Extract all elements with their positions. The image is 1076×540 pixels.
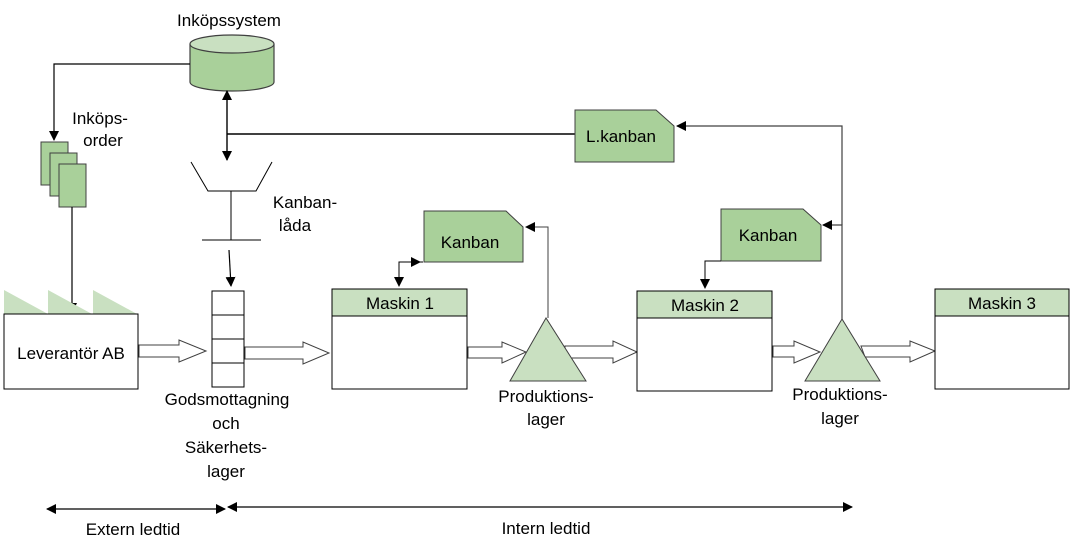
production-stock-1-label-line1: Produktions- xyxy=(498,387,593,406)
flow-arrow-machine1-to-stock1 xyxy=(467,341,528,364)
l-kanban-card-label: L.kanban xyxy=(586,127,656,146)
internal-leadtime-label: Intern ledtid xyxy=(502,519,591,538)
purchase-order-label-line2: order xyxy=(83,131,123,150)
stock1-to-kanban1-connector xyxy=(525,222,549,318)
flow-arrow-receipt-to-machine1 xyxy=(244,341,331,365)
kanban-card-1-label: Kanban xyxy=(441,233,500,252)
flow-arrow-stock1-to-machine2 xyxy=(564,340,639,364)
machine-3-label: Maskin 3 xyxy=(968,294,1036,313)
kanban2-machine2-connector xyxy=(700,260,721,289)
production-stock-2-label-line1: Produktions- xyxy=(792,385,887,404)
supplier-factory-roof-icon xyxy=(4,290,137,314)
machine-3 xyxy=(934,288,1070,390)
goods-receipt-label-line3: Säkerhets- xyxy=(185,438,267,457)
production-stock-2-triangle-icon xyxy=(804,318,881,382)
goods-receipt-label-line2: och xyxy=(212,414,239,433)
db-to-orders-connector xyxy=(49,63,190,141)
goods-receipt-stack xyxy=(211,290,245,388)
machine-2 xyxy=(636,290,773,392)
machine-1-label: Maskin 1 xyxy=(366,294,434,313)
kanban-box-label-line1: Kanban- xyxy=(273,193,337,212)
kanban-card-2 xyxy=(720,208,822,262)
production-stock-2-label-line2: lager xyxy=(821,409,859,428)
supplier-label: Leverantör AB xyxy=(17,344,125,363)
purchase-order-documents-icon xyxy=(40,141,87,208)
kanban-card-1 xyxy=(423,210,524,263)
kanban-box-icon xyxy=(190,161,273,241)
stock2-to-kanban2-connector xyxy=(822,220,843,319)
l-kanban-card xyxy=(574,109,675,163)
flow-arrow-supplier-to-receipt xyxy=(138,339,208,363)
external-leadtime-label: Extern ledtid xyxy=(86,520,181,539)
machine-1 xyxy=(331,288,468,390)
purchasing-system-label: Inköpssystem xyxy=(177,11,281,30)
kanban-box-label-line2: låda xyxy=(279,216,312,235)
goods-receipt-label-line1: Godsmottagning xyxy=(165,390,290,409)
production-stock-1-triangle-icon xyxy=(509,317,587,382)
purchasing-system-database-icon xyxy=(189,34,275,92)
kanban-box-to-receipt-connector xyxy=(225,249,236,287)
stock2-to-l-kanban-connector xyxy=(676,121,843,225)
production-stock-1-label-line2: lager xyxy=(527,410,565,429)
purchase-order-label-line1: Inköps- xyxy=(72,109,128,128)
flow-arrow-stock2-to-machine3 xyxy=(860,340,937,363)
kanban1-machine1-connector xyxy=(394,261,423,287)
machine-2-label: Maskin 2 xyxy=(671,296,739,315)
kanban-card-2-label: Kanban xyxy=(739,226,798,245)
supplier-box xyxy=(3,313,139,390)
goods-receipt-label-line4: lager xyxy=(207,462,245,481)
flow-arrow-machine2-to-stock2 xyxy=(772,340,822,364)
